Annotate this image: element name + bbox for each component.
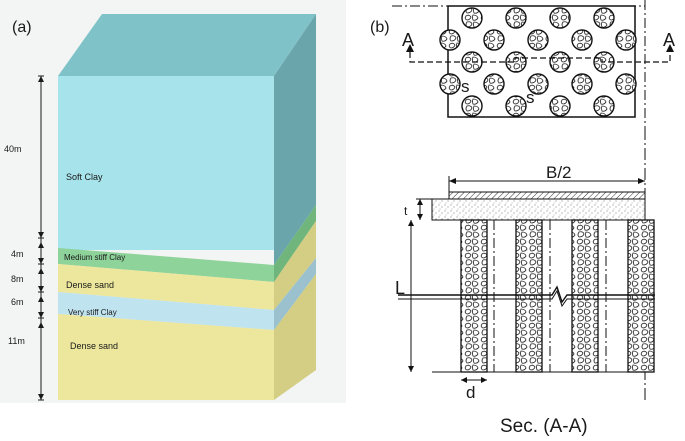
stone-column-plan (549, 95, 571, 117)
width-label: B/2 (546, 163, 572, 182)
stone-column-plan (593, 7, 615, 29)
depth-label-soft-clay: 40m (4, 144, 22, 154)
depth-label-dense-sand-upper: 8m (11, 274, 24, 284)
stone-column-section (627, 219, 655, 373)
arrowhead (38, 394, 44, 400)
thickness-label: t (404, 204, 408, 218)
stone-column-plan (461, 7, 483, 29)
stone-column-plan (461, 95, 483, 117)
arrowheads (38, 76, 44, 400)
stone-column-plan (571, 73, 593, 95)
section-view: B/2 t L d Sec. (395, 128, 655, 437)
diameter-arrowhead-right (481, 377, 487, 383)
soft-clay-front-face (58, 76, 274, 250)
stone-column-plan (615, 73, 637, 95)
layer-label-dense-sand-lower: Dense sand (70, 341, 118, 351)
length-label: L (395, 278, 405, 298)
stone-column-plan (571, 29, 593, 51)
very-stiff-clay-front-face (58, 292, 274, 330)
stone-column-plan (615, 29, 637, 51)
layer-label-very-stiff-clay: Very stiff Clay (68, 308, 117, 317)
dense-sand-upper-front-face (58, 264, 274, 310)
dense-sand-lower-side-face (274, 274, 316, 400)
stone-column-plan (439, 73, 461, 95)
footing-plate (448, 191, 646, 200)
stone-column-section (515, 219, 543, 373)
medium-clay-side-face (274, 205, 316, 282)
stone-column-section (460, 219, 488, 373)
arrowhead (38, 242, 44, 248)
arrowhead (38, 268, 44, 274)
stone-column-plan (483, 29, 505, 51)
soil-block (58, 14, 316, 400)
panel-a: (a) (0, 0, 346, 403)
arrowhead (38, 258, 44, 264)
stone-columns-section (460, 219, 655, 373)
depth-label-dense-sand-lower: 11m (8, 336, 25, 346)
section-arrowhead-left (406, 44, 414, 52)
spacing-label-horizontal: s (526, 88, 535, 107)
spacing-label-vertical: s (461, 77, 470, 96)
dense-sand-lower-front-face (58, 314, 274, 400)
break-line (398, 285, 655, 304)
stone-column-plan-grid (439, 7, 637, 117)
soft-clay-side-face (274, 14, 316, 265)
arrowhead (38, 232, 44, 238)
plan-view: A A s s (392, 0, 675, 128)
layer-label-soft-clay: Soft Clay (66, 172, 103, 182)
stone-column-plan (505, 95, 527, 117)
arrowhead (38, 76, 44, 82)
depth-label-very-stiff-clay: 6m (11, 297, 24, 307)
granular-blanket (431, 198, 646, 221)
stone-column-plan (527, 29, 549, 51)
thickness-arrowhead-top (417, 199, 423, 205)
layer-label-dense-sand-upper: Dense sand (66, 280, 114, 290)
depth-label-medium-clay: 4m (11, 249, 24, 259)
section-line-a-a (409, 52, 671, 63)
layer-label-medium-clay: Medium stiff Clay (64, 253, 125, 262)
stone-column-plan (593, 95, 615, 117)
panel-b: (b) A A s s B/2 (370, 0, 675, 437)
panel-a-label: (a) (12, 19, 32, 36)
diameter-label: d (466, 383, 475, 402)
medium-clay-front-face (58, 248, 274, 282)
length-arrowhead-bottom (408, 366, 414, 372)
stone-column-plan (505, 7, 527, 29)
section-mark-right: A (663, 30, 675, 50)
stone-column-plan (439, 29, 461, 51)
stone-column-plan (549, 51, 571, 73)
arrowhead (38, 296, 44, 302)
arrowhead (38, 322, 44, 328)
break-line-lower (398, 289, 655, 308)
stone-column-plan (527, 73, 549, 95)
section-caption: Sec. (A-A) (500, 416, 588, 437)
section-mark-left: A (402, 30, 414, 50)
width-arrowhead-right (638, 178, 645, 184)
soft-clay-top-face (58, 14, 316, 76)
very-stiff-clay-side-face (274, 258, 316, 330)
stone-column-section (571, 219, 599, 373)
width-arrowhead-left (449, 178, 456, 184)
thickness-arrowhead-bottom (417, 214, 423, 220)
stone-column-plan (505, 51, 527, 73)
diameter-arrowhead-left (461, 377, 467, 383)
dense-sand-upper-side-face (274, 221, 316, 310)
arrowhead (38, 312, 44, 318)
stone-column-plan (483, 73, 505, 95)
length-arrowhead-top (408, 220, 414, 226)
arrowhead (38, 286, 44, 292)
section-arrowhead-right (666, 44, 674, 52)
stone-column-plan (549, 7, 571, 29)
panel-b-label: (b) (370, 19, 390, 36)
